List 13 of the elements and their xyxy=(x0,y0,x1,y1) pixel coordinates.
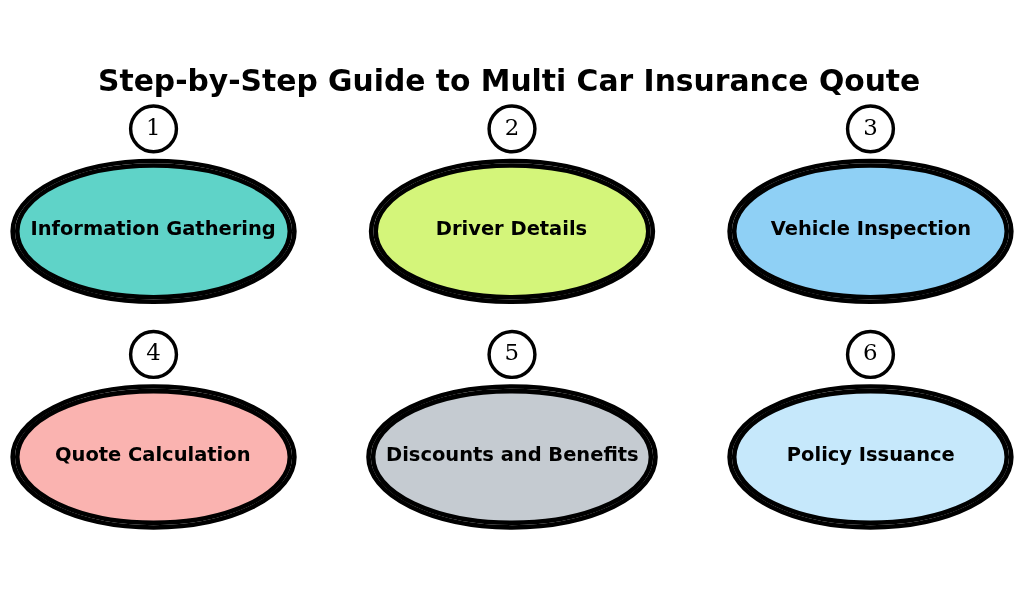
node-circle: 2 xyxy=(487,103,537,153)
node-circle: 3 xyxy=(845,103,896,153)
node-ellipse: Quote Calculation xyxy=(10,383,297,530)
node-ellipse: Policy Issuance xyxy=(727,383,1014,530)
node-circle: 4 xyxy=(128,329,179,379)
node-ellipse: Driver Details xyxy=(368,158,656,304)
node-ellipse: Discounts and Benefits xyxy=(366,383,658,530)
node-ellipse: Vehicle Inspection xyxy=(727,158,1014,304)
node-circle: 6 xyxy=(845,329,896,379)
node-circle: 1 xyxy=(128,103,179,153)
node-ellipse: Information Gathering xyxy=(10,158,297,304)
diagram-title: Step-by-Step Guide to Multi Car Insurance Qoute xyxy=(97,62,921,98)
node-circle: 5 xyxy=(487,329,537,379)
